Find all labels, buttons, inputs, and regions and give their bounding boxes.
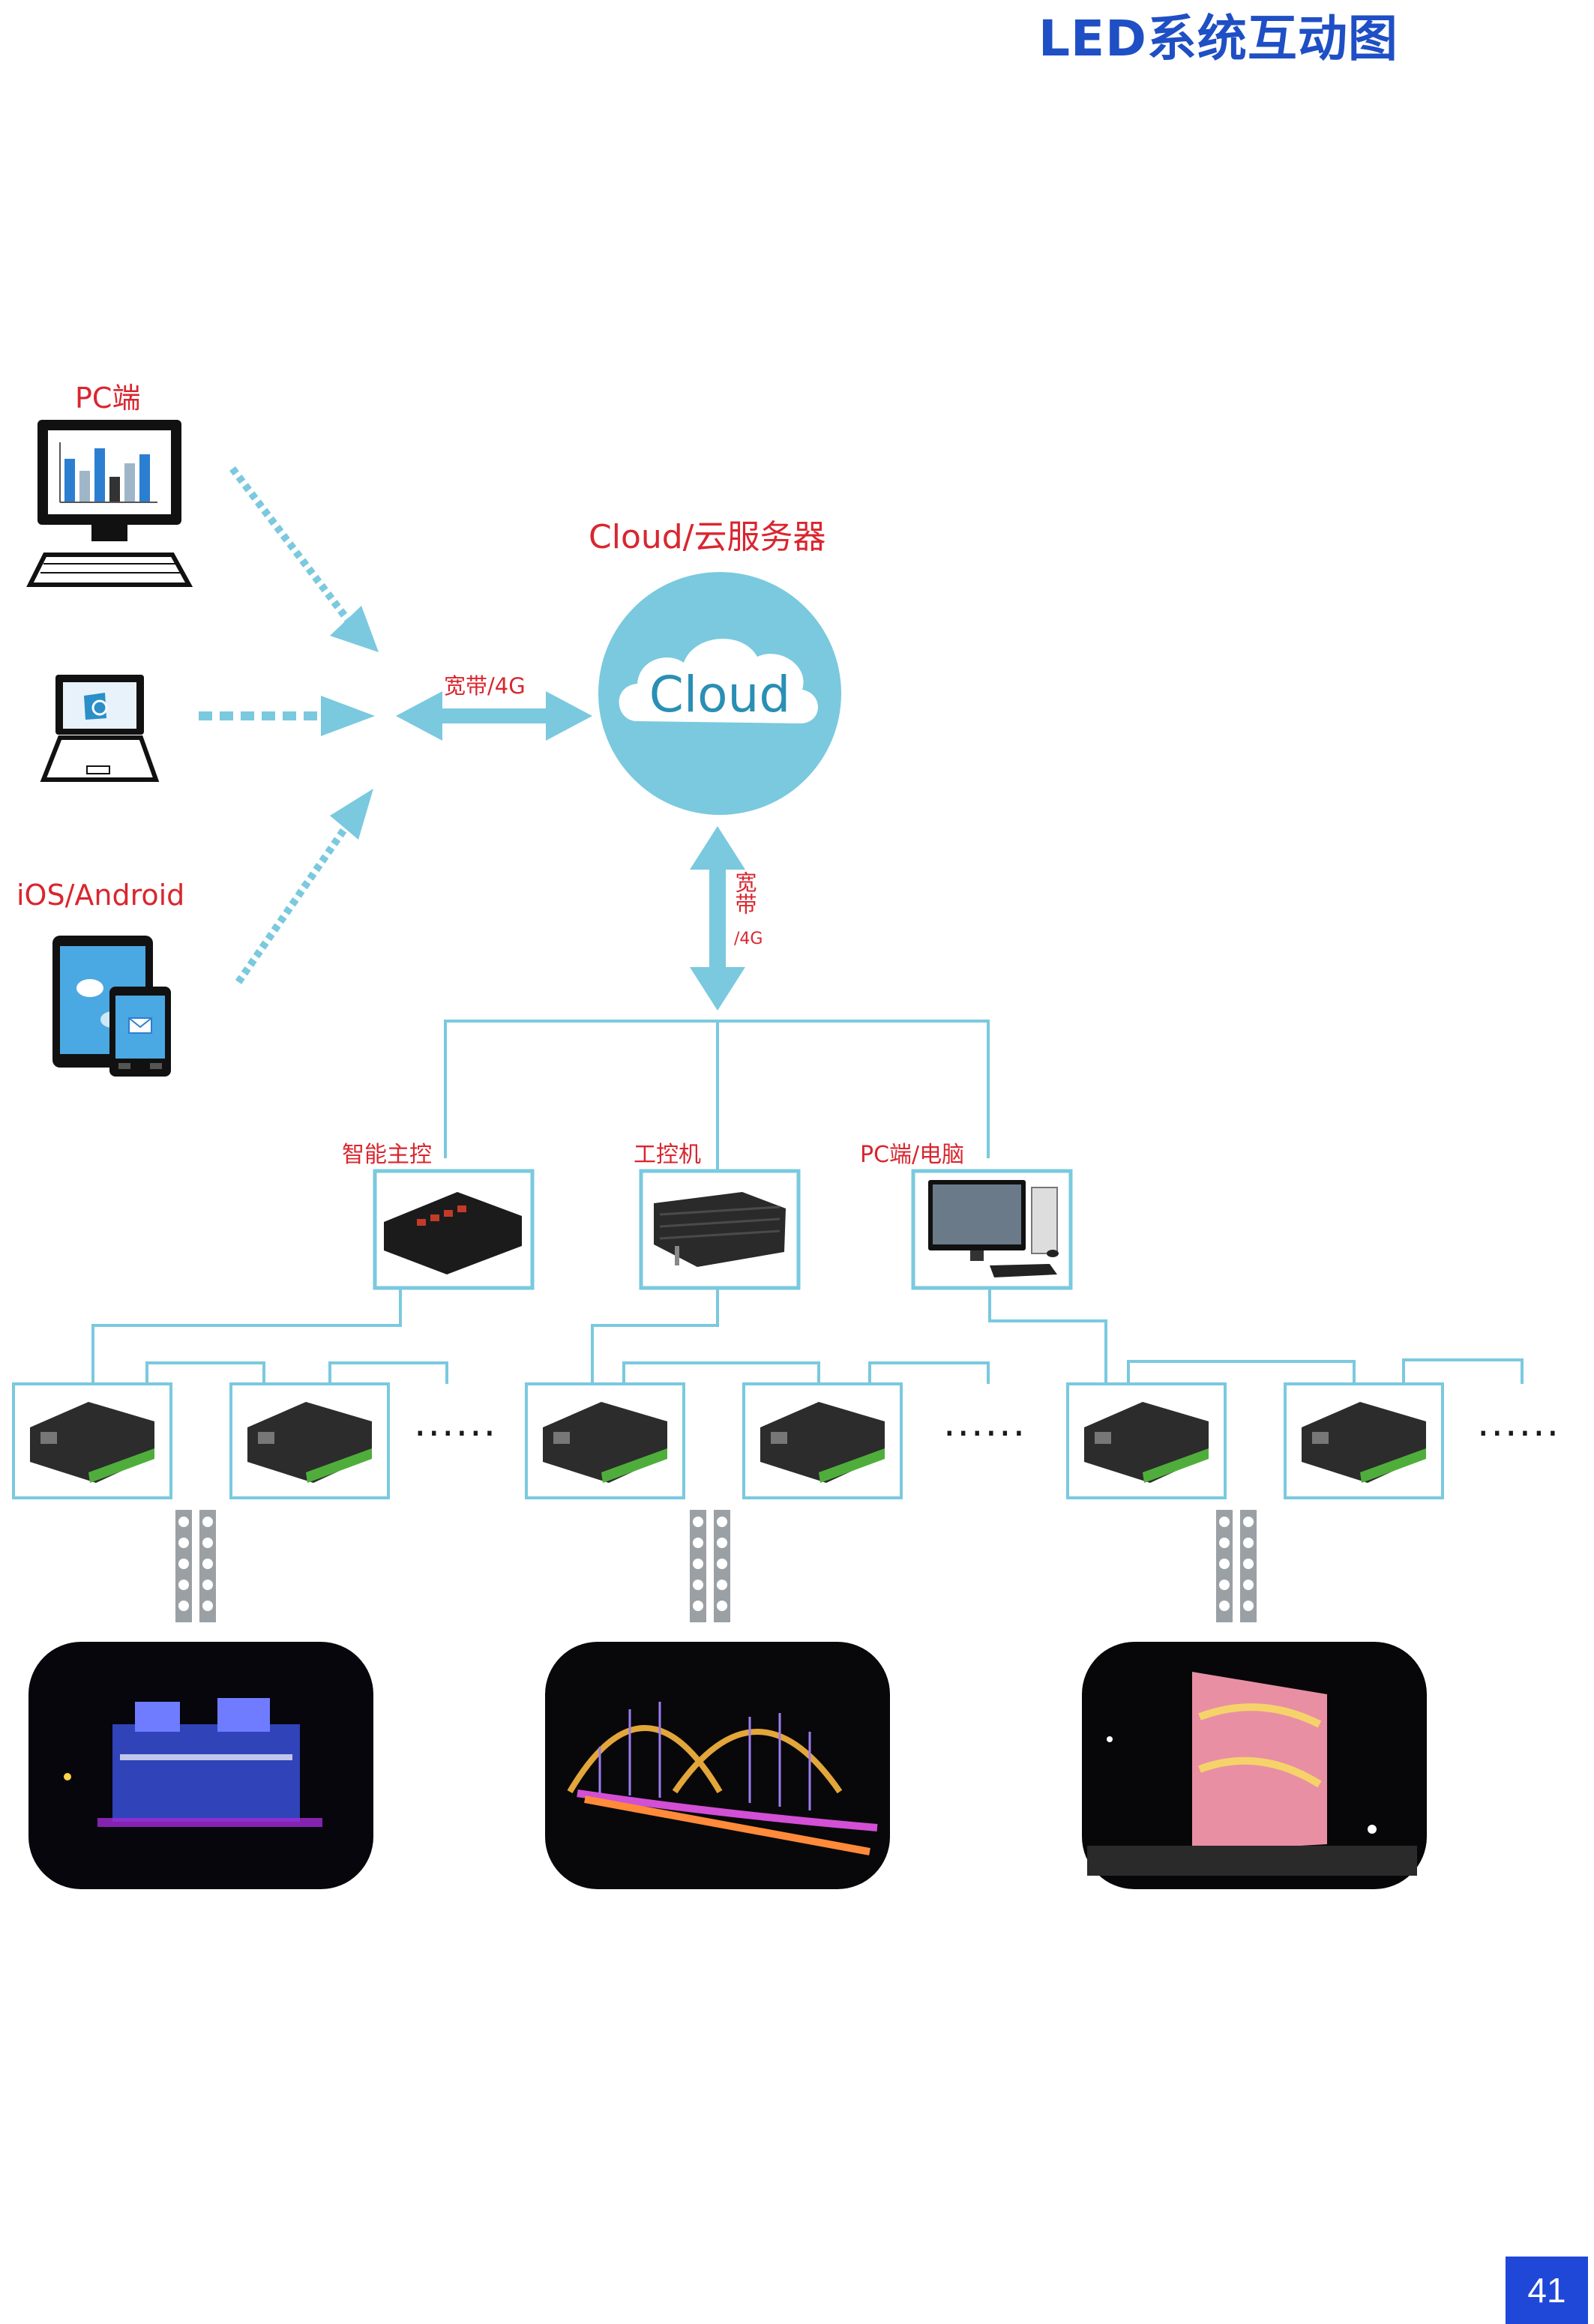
led-controller — [12, 1382, 172, 1499]
mobile-client-label: iOS/Android — [16, 879, 185, 912]
broadband-vertical-arrow — [690, 826, 745, 1011]
broadband-vertical-4g-label: /4G — [734, 930, 763, 948]
laptop-icon — [40, 675, 160, 782]
broadband-vertical-label: 宽带 — [732, 871, 757, 915]
smart-master-box — [373, 1169, 535, 1290]
connector-lines — [91, 1020, 1524, 1384]
more-controllers-ellipsis: ...... — [414, 1400, 498, 1445]
more-controllers-ellipsis: ...... — [943, 1400, 1027, 1445]
desktop-monitor-icon — [26, 420, 193, 587]
pc-client-label: PC端 — [75, 382, 141, 415]
more-controllers-ellipsis: ...... — [1477, 1400, 1561, 1445]
led-controller — [742, 1382, 903, 1499]
scene-building-photo — [28, 1642, 373, 1889]
mobile-devices-icon — [52, 936, 171, 1077]
cloud-icon-text: Cloud — [649, 666, 791, 723]
page-title: LED系统互动图 — [1038, 10, 1398, 67]
led-controller — [229, 1382, 390, 1499]
led-controller — [525, 1382, 685, 1499]
page-number-badge: 41 — [1506, 2257, 1588, 2324]
scene-bridge-photo — [545, 1642, 890, 1889]
led-controller — [1066, 1382, 1227, 1499]
led-controller — [1284, 1382, 1444, 1499]
cloud-server-label: Cloud/云服务器 — [589, 518, 826, 556]
industrial-pc-label: 工控机 — [634, 1142, 701, 1168]
pc-computer-label: PC端/电脑 — [860, 1142, 965, 1168]
scene-tower-photo — [1082, 1642, 1427, 1889]
pc-computer-box — [911, 1169, 1073, 1290]
broadband-double-arrow — [396, 691, 592, 741]
client-arrows — [199, 466, 379, 984]
led-controller-group — [12, 1382, 1444, 1499]
broadband-label: 宽带/4G — [444, 673, 526, 699]
smart-master-label: 智能主控 — [342, 1142, 432, 1168]
industrial-pc-box — [639, 1169, 801, 1290]
led-strip-icons — [175, 1510, 1257, 1622]
cloud-server-icon — [598, 572, 841, 815]
